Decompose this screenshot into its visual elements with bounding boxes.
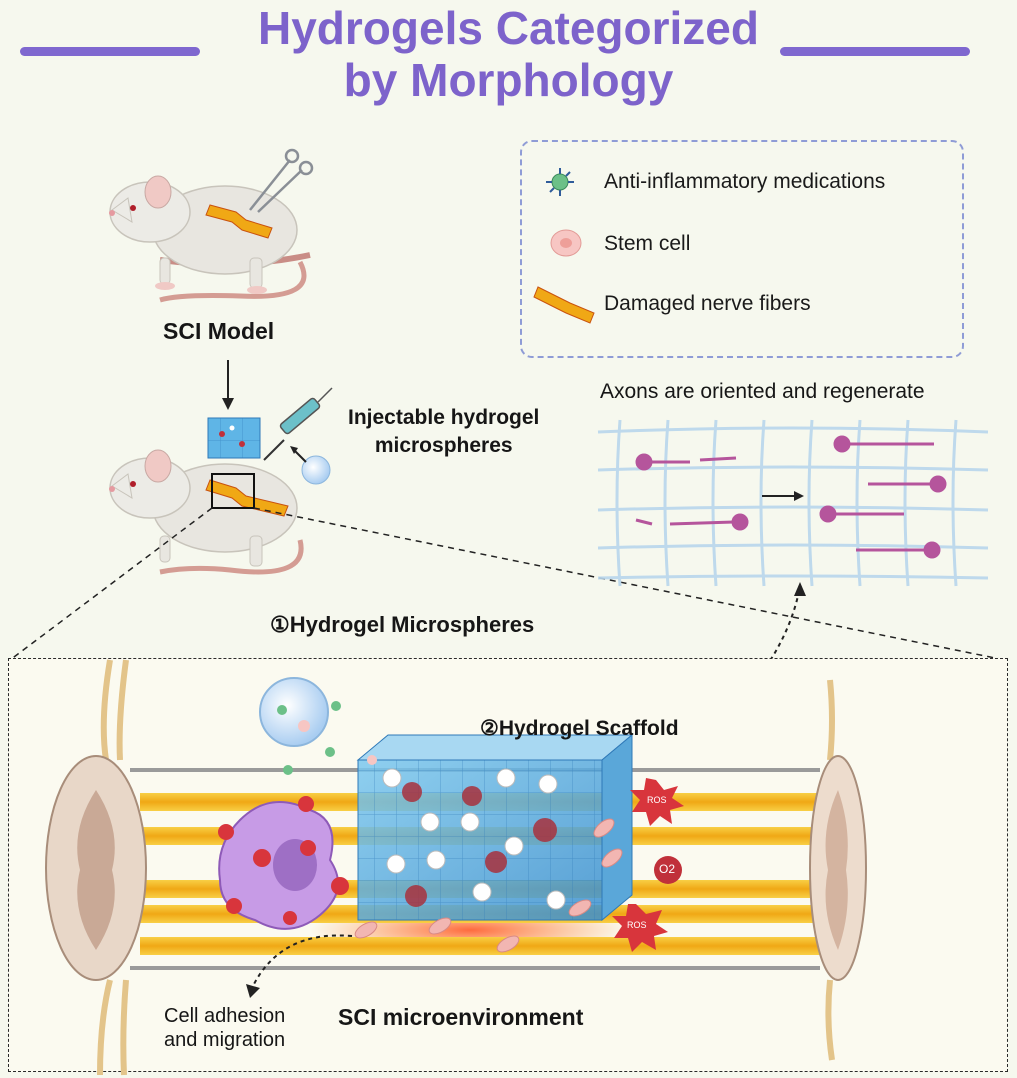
rat-sci-model [109, 148, 314, 303]
title-line-1: Hydrogels Categorized [258, 2, 759, 54]
title-rule-right [780, 47, 970, 56]
legend-item-anti-inflammatory: Anti-inflammatory medications [604, 170, 886, 193]
axon-regeneration-grid [597, 419, 989, 587]
zoom-line-left [9, 507, 213, 661]
injectable-label: Injectable hydrogel microspheres [348, 404, 539, 460]
spinal-cord-cross-section-left [45, 659, 147, 1076]
o2-label: O2 [659, 862, 676, 876]
hydrogel-microsphere [259, 677, 377, 775]
sci-model-label: SCI Model [163, 318, 275, 344]
ros-burst-bottom [612, 904, 668, 952]
adhesion-label-line-1: Cell adhesion [164, 1005, 286, 1027]
adhesion-label-line-2: and migration [164, 1029, 286, 1051]
injectable-label-line-1: Injectable hydrogel [348, 406, 540, 429]
stem-cell-icon [550, 229, 582, 257]
scaffold-label: ②Hydrogel Scaffold [480, 717, 679, 740]
arrow-down [222, 360, 234, 410]
rat-treated [109, 387, 333, 575]
title-line-2: by Morphology [343, 54, 674, 106]
axons-label: Axons are oriented and regenerate [600, 380, 925, 403]
ros-label-top: ROS [647, 795, 667, 805]
legend-item-damaged-nerve: Damaged nerve fibers [604, 292, 811, 315]
microspheres-label: ①Hydrogel Microspheres [270, 612, 535, 637]
adhesion-label: Cell adhesion and migration [164, 1004, 285, 1052]
anti-inflammatory-medication-icon [546, 168, 574, 196]
migrating-cells [354, 818, 623, 953]
injectable-label-line-2: microspheres [374, 434, 513, 457]
small-ros-bursts [218, 796, 349, 925]
ros-burst-top [630, 778, 684, 826]
spinal-cord-cross-section-right [809, 679, 867, 1061]
arrow-to-adhesion [251, 934, 353, 989]
microenvironment-label: SCI microenvironment [338, 1004, 584, 1030]
ros-label-bottom: ROS [627, 920, 647, 930]
legend [520, 140, 964, 358]
hydrogel-scaffold [356, 733, 634, 922]
title-rule-left [20, 47, 200, 56]
legend-item-stem-cell: Stem cell [604, 232, 691, 255]
o2-bubble [654, 856, 682, 884]
damaged-nerve-fiber-icon [533, 286, 595, 324]
zoom-line-right [253, 507, 1006, 661]
page-title: Hydrogels Categorized by Morphology [0, 2, 1017, 106]
